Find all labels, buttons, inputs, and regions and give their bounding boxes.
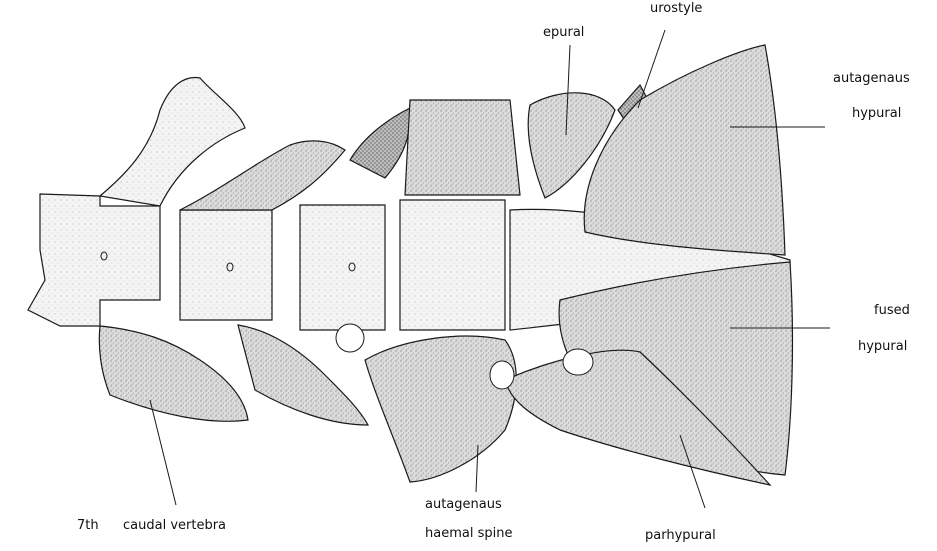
label-autogenous-hypural-2: hypural xyxy=(852,107,901,120)
foramen-large xyxy=(490,361,514,389)
foramen-large xyxy=(336,324,364,352)
autogenous-haemal-spine-bone xyxy=(365,336,516,482)
foramen-large xyxy=(563,349,593,375)
vertebra-2-centrum xyxy=(180,210,272,320)
vertebra-3-centrum xyxy=(300,205,385,330)
vertebra-7-haemal-spine xyxy=(99,326,248,421)
vertebra-4-neural-arch xyxy=(405,100,520,195)
label-autogenous-hypural-1: autagenaus xyxy=(833,72,910,85)
vertebra-3-neural-spine xyxy=(350,108,410,178)
autogenous-hypural-bone xyxy=(584,45,785,255)
label-caudal-vertebra: caudal vertebra xyxy=(123,519,226,532)
label-7th: 7th xyxy=(77,519,99,532)
label-epural: epural xyxy=(543,26,584,39)
label-autogenous-haemal-1: autagenaus xyxy=(425,498,502,511)
leader-line-caudal-vertebra xyxy=(150,400,176,505)
label-fused-hypural-1: fused xyxy=(874,304,910,317)
vertebra-4-centrum xyxy=(400,200,505,330)
label-autogenous-haemal-2: haemal spine xyxy=(425,527,512,540)
vertebra-7-centrum xyxy=(28,194,160,326)
label-parhypural: parhypural xyxy=(645,529,716,542)
label-urostyle: urostyle xyxy=(650,2,702,15)
label-fused-hypural-2: hypural xyxy=(858,340,907,353)
